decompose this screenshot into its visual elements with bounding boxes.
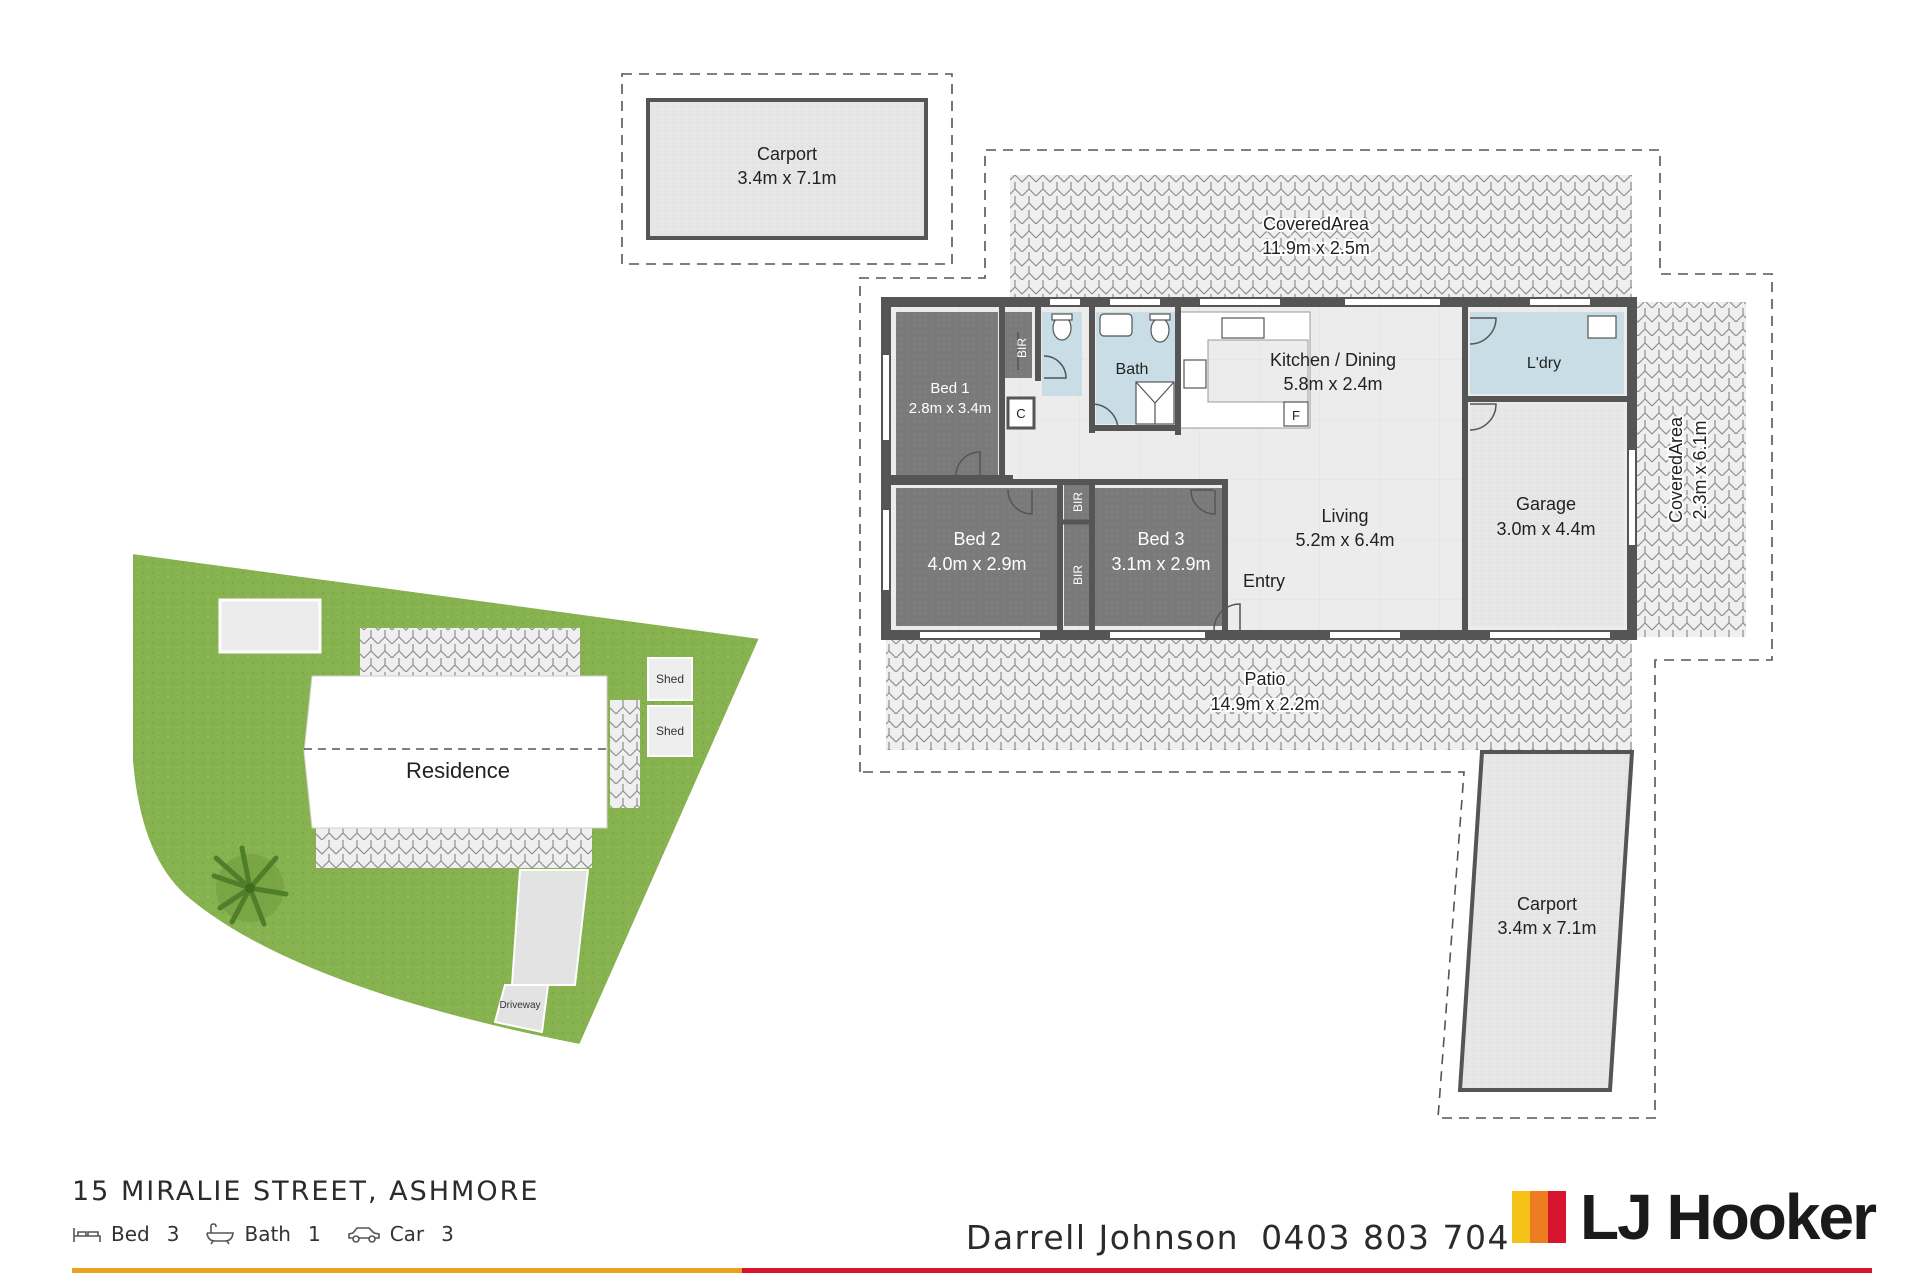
site-pad (218, 598, 322, 654)
carport-bottom: Carport 3.4m x 7.1m (1457, 750, 1635, 1092)
covered-area-top: CoveredArea 11.9m x 2.5m (1010, 175, 1632, 300)
residence-label: Residence (406, 758, 510, 783)
laundry-name: L'dry (1527, 355, 1561, 372)
carport-top: Carport 3.4m x 7.1m (646, 98, 928, 240)
bed2-name: Bed 2 (953, 529, 1000, 549)
bed1-size: 2.8m x 3.4m (909, 400, 992, 417)
car-spec: Car 3 (347, 1222, 466, 1246)
fridge-label: F (1292, 408, 1300, 423)
patio: Patio 14.9m x 2.2m (886, 638, 1632, 750)
shed-2 (647, 705, 693, 757)
property-address: 15 MIRALIE STREET, ASHMORE (72, 1176, 540, 1207)
brand-logo: LJ Hooker (1512, 1180, 1877, 1254)
bath-count: 1 (307, 1222, 321, 1246)
patio-size: 14.9m x 2.2m (1210, 694, 1319, 714)
driveway (510, 869, 590, 986)
basin-icon (1099, 313, 1133, 337)
cooktop-icon (1183, 359, 1207, 389)
carport-top-size: 3.4m x 7.1m (737, 168, 836, 188)
room-labels: Bed 1 2.8m x 3.4m Bed 2 4.0m x 2.9m Bed … (909, 338, 1596, 591)
bath-spec: Bath 1 (205, 1222, 332, 1246)
bath-label: Bath (244, 1222, 291, 1246)
bed3-size: 3.1m x 2.9m (1111, 554, 1210, 574)
sink-icon (1221, 317, 1265, 339)
footer-rule-orange (72, 1268, 742, 1273)
carport-bottom-size: 3.4m x 7.1m (1497, 918, 1596, 938)
windows (883, 299, 1635, 638)
site-covered-top (360, 628, 580, 678)
car-count: 3 (441, 1222, 454, 1246)
living-name: Living (1321, 506, 1368, 526)
bed-count: 3 (166, 1222, 180, 1246)
shed-1-label: Shed (656, 672, 684, 686)
laundry-tub-icon (1587, 315, 1617, 339)
property-specs: Bed 3 Bath 1 Car 3 (72, 1222, 466, 1246)
carport-top-name: Carport (757, 144, 817, 164)
car-icon (347, 1227, 380, 1243)
bir-3-floor (1064, 524, 1090, 626)
bed2-size: 4.0m x 2.9m (927, 554, 1026, 574)
site-covered-bottom (316, 826, 592, 868)
garage-floor (1470, 404, 1624, 626)
brand-name: LJ Hooker (1580, 1181, 1877, 1253)
kitchen-name: Kitchen / Dining (1270, 350, 1396, 370)
covered-top-name: CoveredArea (1263, 214, 1370, 234)
kitchen-size: 5.8m x 2.4m (1283, 374, 1382, 394)
patio-name: Patio (1244, 669, 1285, 689)
fixtures (1051, 313, 1617, 427)
brand-mark-icon (1512, 1191, 1566, 1243)
covered-right-size: 2.3m x 6.1m (1690, 420, 1710, 519)
carport-bottom-name: Carport (1517, 894, 1577, 914)
fridge-box (1283, 401, 1309, 427)
site-covered-right (610, 700, 640, 808)
bir-label-3: BIR (1071, 565, 1085, 585)
garage-name: Garage (1516, 494, 1576, 514)
bir-2-floor (1064, 480, 1090, 520)
driveway-end (493, 984, 550, 1034)
site-plan: Residence Shed Shed Driveway (131, 551, 762, 1047)
bed1-name: Bed 1 (930, 380, 969, 397)
house: Bed 1 2.8m x 3.4m Bed 2 4.0m x 2.9m Bed … (881, 297, 1637, 640)
covered-top-size: 11.9m x 2.5m (1262, 238, 1370, 258)
agent-name: Darrell Johnson (965, 1218, 1240, 1257)
bed-label: Bed (111, 1222, 150, 1246)
bed-icon (73, 1228, 101, 1242)
agent-contact: Darrell Johnson 0403 803 704 (966, 1218, 1510, 1257)
entry-name: Entry (1243, 571, 1285, 591)
shed-2-label: Shed (656, 724, 684, 738)
bed1-floor (896, 312, 998, 476)
covered-right-name: CoveredArea (1666, 416, 1686, 523)
bed3-name: Bed 3 (1137, 529, 1184, 549)
boundary-lines (621, 73, 1773, 1119)
palm-tree-icon (211, 845, 289, 927)
kitchen-island (1207, 339, 1309, 403)
bir-1-floor (1002, 312, 1032, 378)
driveway-label: Driveway (499, 1000, 540, 1011)
cupboard-label: C (1016, 406, 1025, 421)
living-size: 5.2m x 6.4m (1295, 530, 1394, 550)
footer-rule-red (742, 1268, 1872, 1273)
toilet-icon-2 (1150, 317, 1170, 343)
covered-area-right: CoveredArea 2.3m x 6.1m (1636, 302, 1746, 637)
bir-label-1: BIR (1015, 338, 1029, 358)
bir-label-2: BIR (1071, 492, 1085, 512)
residence-outline (303, 675, 608, 829)
bath-name: Bath (1116, 361, 1149, 378)
doors (955, 317, 1497, 631)
bath-icon (206, 1223, 235, 1245)
bed2-floor (896, 488, 1058, 626)
garage-size: 3.0m x 4.4m (1496, 519, 1595, 539)
bed-spec: Bed 3 (72, 1222, 191, 1246)
agent-phone: 0403 803 704 (1261, 1218, 1510, 1257)
shed-1 (647, 657, 693, 701)
car-label: Car (389, 1222, 425, 1246)
